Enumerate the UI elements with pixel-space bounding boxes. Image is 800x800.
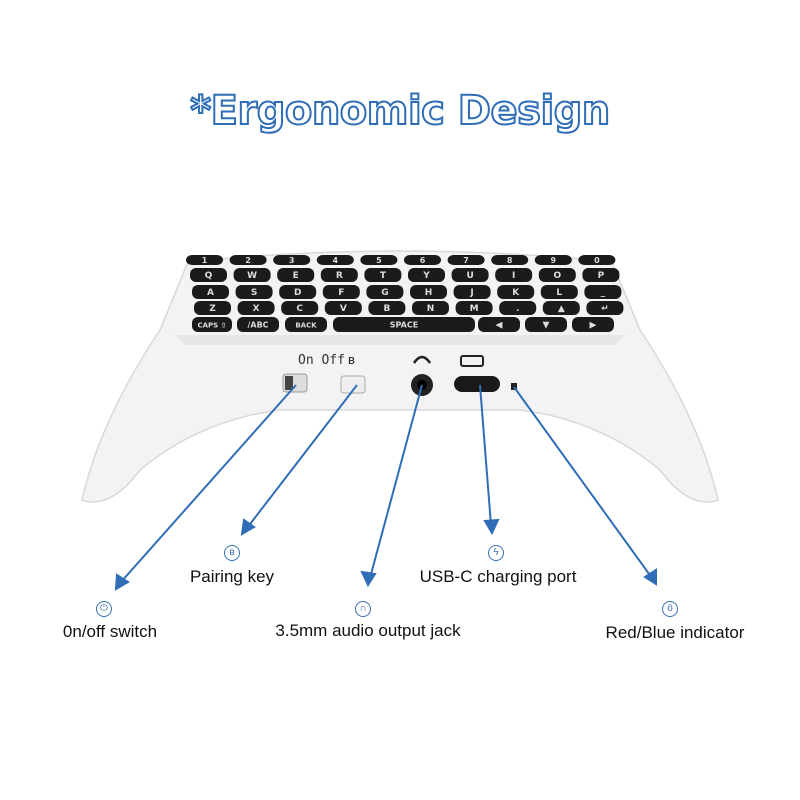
svg-text:↵: ↵ bbox=[601, 304, 609, 314]
svg-text:B: B bbox=[383, 304, 390, 314]
svg-text:8: 8 bbox=[507, 256, 513, 265]
callout-onoff: 0n/off switch bbox=[62, 622, 158, 641]
svg-text:O: O bbox=[553, 271, 561, 281]
svg-text:4: 4 bbox=[333, 256, 339, 265]
svg-text:W: W bbox=[247, 271, 257, 281]
svg-text:1: 1 bbox=[202, 256, 208, 265]
svg-text:D: D bbox=[294, 288, 301, 298]
svg-text:SPACE: SPACE bbox=[390, 321, 418, 330]
callout-audio: 3.5mm audio output jack bbox=[275, 621, 461, 640]
svg-text:E: E bbox=[293, 271, 299, 281]
svg-text:C: C bbox=[296, 304, 303, 314]
lightning-icon: ϟ bbox=[488, 545, 504, 561]
svg-text:BACK: BACK bbox=[295, 322, 317, 330]
svg-text:7: 7 bbox=[463, 256, 469, 265]
page-title: *Ergonomic Design bbox=[189, 87, 611, 135]
lightbulb-icon: ö bbox=[662, 601, 678, 617]
svg-text:◀: ◀ bbox=[496, 321, 503, 331]
svg-text:Y: Y bbox=[422, 271, 430, 281]
svg-text:2: 2 bbox=[245, 256, 251, 265]
svg-text:▶: ▶ bbox=[590, 321, 597, 331]
svg-text:ʙ: ʙ bbox=[348, 352, 355, 367]
svg-text:G: G bbox=[381, 288, 388, 298]
svg-text:X: X bbox=[253, 304, 260, 314]
svg-text:N: N bbox=[427, 304, 435, 314]
svg-text:▲: ▲ bbox=[558, 304, 565, 314]
svg-text:K: K bbox=[512, 288, 520, 298]
svg-text:_: _ bbox=[601, 288, 606, 298]
callout-indicator: Red/Blue indicator bbox=[605, 623, 745, 642]
svg-text:0: 0 bbox=[594, 256, 600, 265]
svg-text:T: T bbox=[380, 271, 387, 281]
svg-text:S: S bbox=[251, 288, 257, 298]
svg-text:.: . bbox=[516, 304, 519, 314]
svg-text:A: A bbox=[207, 288, 214, 298]
svg-text:▼: ▼ bbox=[543, 321, 550, 331]
power-icon: ⏻ bbox=[96, 601, 112, 617]
svg-text:6: 6 bbox=[420, 256, 426, 265]
svg-text:F: F bbox=[338, 288, 344, 298]
svg-text:U: U bbox=[466, 271, 473, 281]
svg-text:/ABC: /ABC bbox=[247, 321, 268, 330]
svg-text:I: I bbox=[512, 271, 515, 281]
svg-text:CAPS ⇧: CAPS ⇧ bbox=[197, 322, 226, 330]
svg-text:V: V bbox=[340, 304, 347, 314]
callout-pairing: Pairing key bbox=[189, 567, 275, 586]
headphones-icon: ∩ bbox=[355, 601, 371, 617]
svg-text:R: R bbox=[336, 271, 343, 281]
svg-text:Q: Q bbox=[205, 271, 213, 281]
svg-text:M: M bbox=[470, 304, 479, 314]
svg-text:L: L bbox=[556, 288, 562, 298]
callout-usbc: USB-C charging port bbox=[419, 567, 577, 586]
onoff-label: On Off bbox=[298, 353, 345, 368]
bluetooth-icon: ʙ bbox=[224, 545, 240, 561]
svg-text:9: 9 bbox=[551, 256, 557, 265]
svg-text:3: 3 bbox=[289, 256, 295, 265]
svg-text:P: P bbox=[598, 271, 605, 281]
svg-text:5: 5 bbox=[376, 256, 382, 265]
svg-text:Z: Z bbox=[209, 304, 216, 314]
svg-text:H: H bbox=[425, 288, 433, 298]
svg-text:J: J bbox=[469, 288, 473, 298]
